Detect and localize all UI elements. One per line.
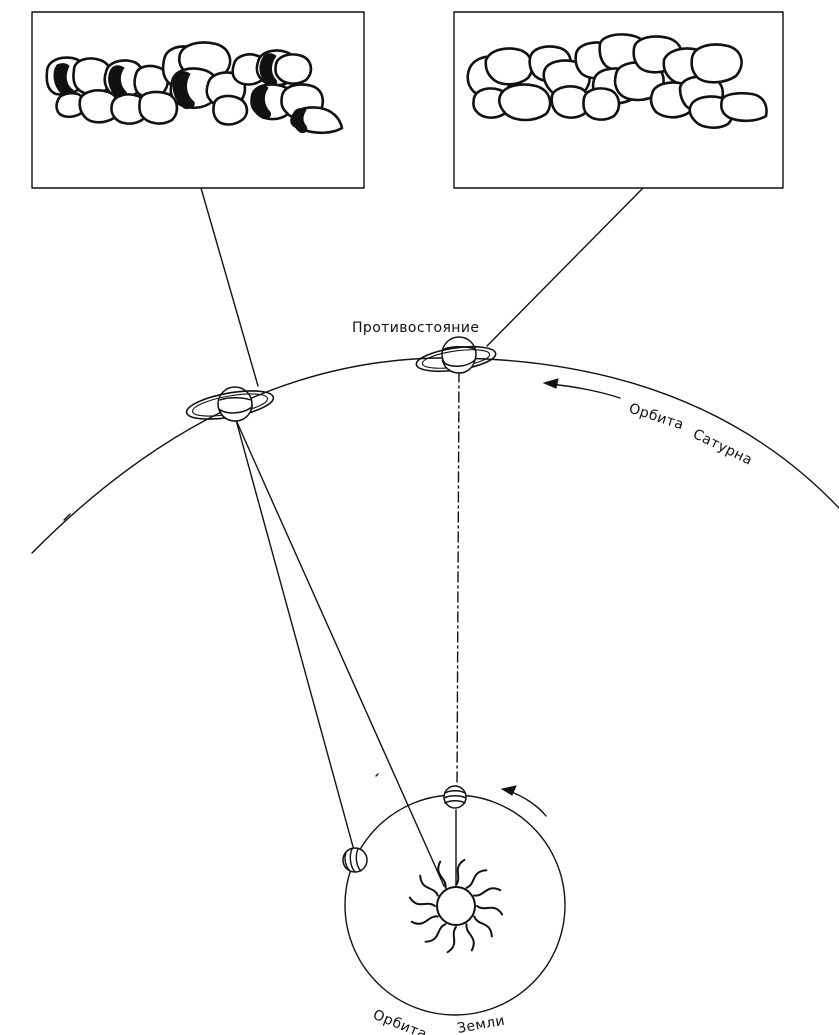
earth-icon — [443, 785, 467, 809]
saturn-opposition-icon — [415, 336, 497, 374]
speck-mark — [375, 773, 379, 777]
sun-ray — [419, 874, 439, 897]
sun-ray — [473, 887, 502, 897]
sun-ray — [437, 860, 447, 889]
saturn-orbit-arrow-icon — [542, 378, 621, 399]
ring-particles-inset-opposition — [453, 11, 784, 189]
sun-ray — [473, 915, 493, 938]
saturn-orbit-label-1: Орбита — [627, 401, 686, 434]
sun-ray — [424, 923, 447, 943]
earth-orbit-label-1: Орбита — [371, 1007, 430, 1035]
saturn-icon — [185, 386, 275, 422]
sun-ray — [476, 905, 504, 916]
ring-particles-inset-shadowed — [31, 11, 365, 189]
sightline-earth-saturn-left — [235, 419, 356, 855]
sightline-to-inset-left — [200, 187, 259, 387]
opposition-label: Противостояние — [352, 320, 479, 336]
earth-orbit-label-2: Земли — [456, 1013, 506, 1035]
sun-ray — [465, 869, 488, 889]
saturn-orbit — [31, 357, 839, 554]
sightline-to-inset-right — [486, 187, 644, 347]
sun-ray — [408, 896, 436, 907]
earth-orbit-arrow-icon — [500, 785, 547, 817]
earth-icon — [342, 847, 368, 873]
sightline-opposition — [456, 371, 460, 789]
sun-ray — [446, 926, 457, 954]
saturn-orbit-tick — [63, 513, 71, 521]
sun-icon — [408, 858, 504, 954]
sightline-sun-saturn — [235, 419, 445, 887]
sun-ray — [455, 858, 466, 886]
sun-ray — [465, 923, 475, 952]
sun-ray — [410, 915, 439, 925]
